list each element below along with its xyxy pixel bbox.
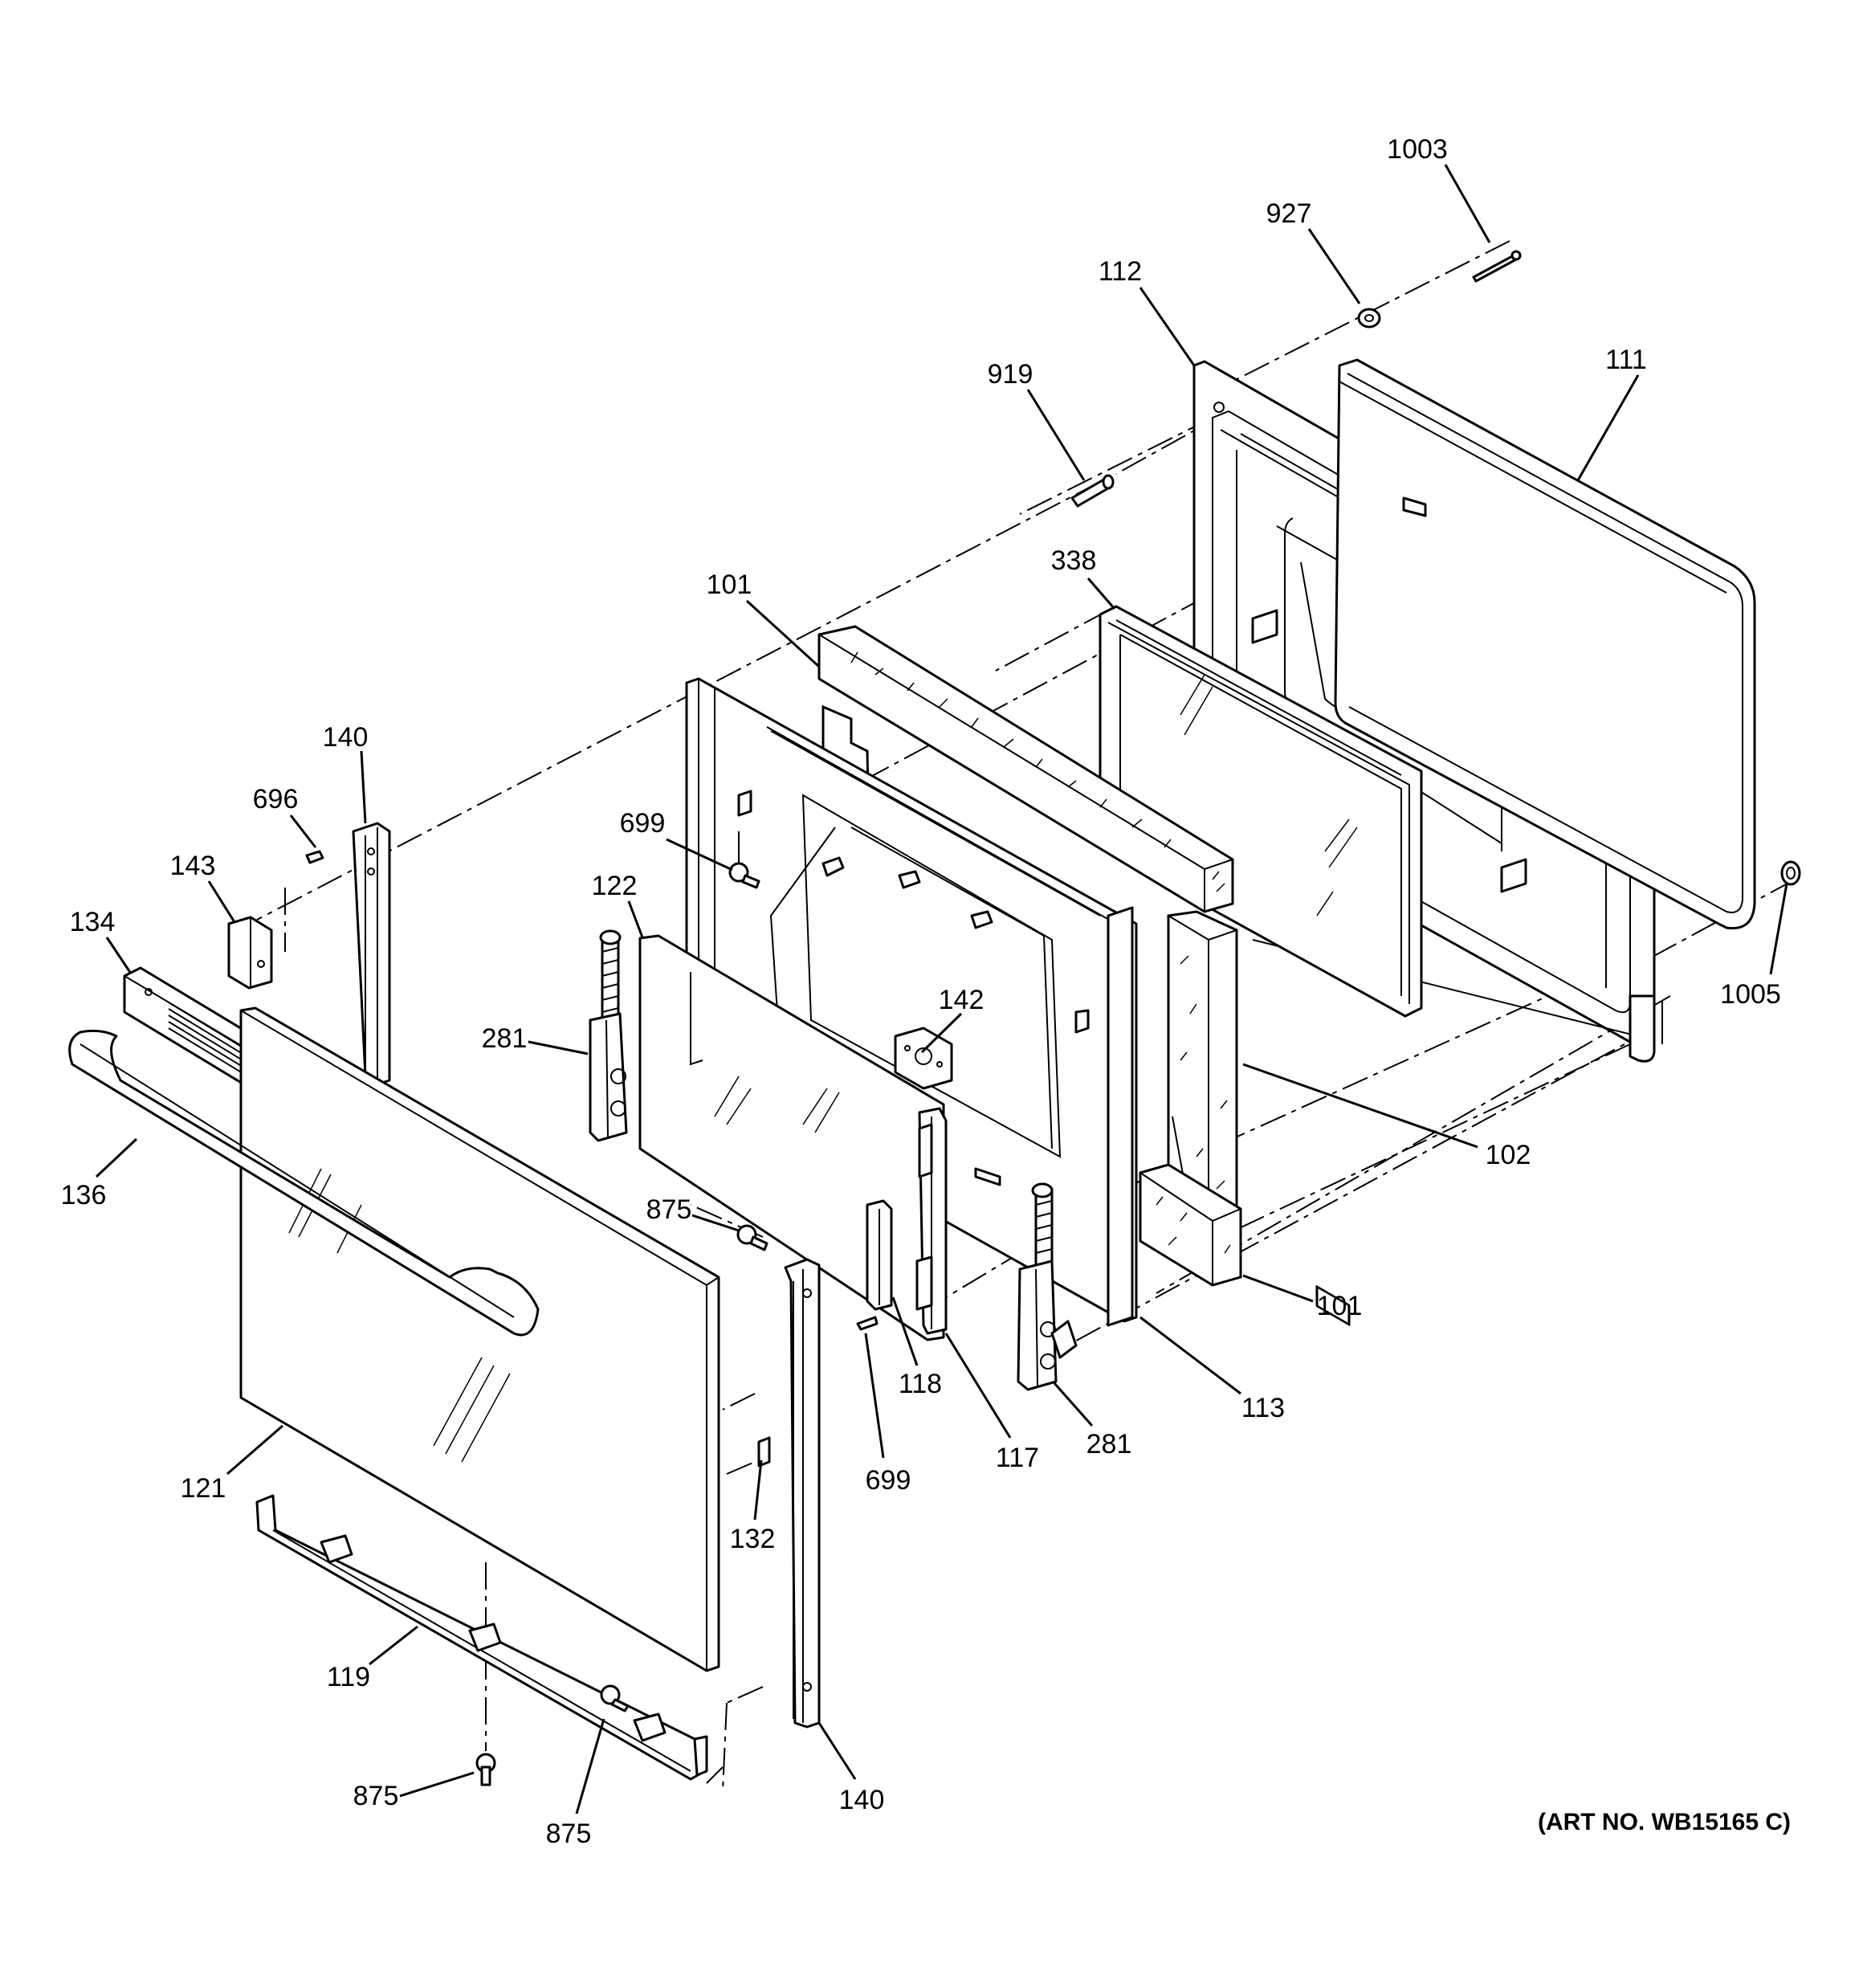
callout-132: 132 bbox=[730, 1524, 776, 1554]
callout-102: 102 bbox=[1486, 1140, 1531, 1170]
side-rail-bottom bbox=[784, 1258, 821, 1729]
leader-140-top bbox=[360, 750, 367, 824]
callout-927: 927 bbox=[1266, 198, 1312, 229]
leader-699-top bbox=[666, 838, 733, 872]
callout-699-bot: 699 bbox=[866, 1465, 911, 1496]
leader-1003 bbox=[1444, 164, 1491, 243]
leader-134 bbox=[105, 937, 132, 974]
leader-101-bot bbox=[1242, 1274, 1314, 1303]
part-callouts: 1003 927 112 111 919 338 101 140 696 699 143 122 134… bbox=[61, 134, 1788, 1849]
vent-bracket bbox=[227, 916, 273, 990]
leader-101-top bbox=[745, 599, 821, 668]
leader-875-bot-left bbox=[399, 1771, 475, 1798]
hinge-left bbox=[589, 929, 628, 1142]
callout-140-top: 140 bbox=[323, 722, 369, 753]
screw-699-bot bbox=[856, 1316, 879, 1331]
door-handle bbox=[68, 1029, 540, 1337]
spacer-919 bbox=[1070, 474, 1115, 508]
leader-140-bot bbox=[817, 1722, 857, 1780]
leader-111 bbox=[1576, 374, 1640, 481]
callout-281-left: 281 bbox=[482, 1023, 528, 1054]
callout-140-bot: 140 bbox=[839, 1785, 885, 1815]
leader-118 bbox=[891, 1296, 919, 1366]
callout-142: 142 bbox=[939, 985, 984, 1015]
screw-699-top bbox=[728, 862, 760, 889]
side-rail-top bbox=[352, 822, 391, 1086]
callout-113: 113 bbox=[1241, 1393, 1285, 1423]
callout-101-top: 101 bbox=[707, 569, 752, 600]
side-bracket-118 bbox=[866, 1199, 893, 1311]
callout-143: 143 bbox=[170, 851, 216, 881]
leader-696 bbox=[289, 814, 317, 848]
leader-875-bot-right bbox=[575, 1718, 605, 1815]
callout-134: 134 bbox=[70, 907, 116, 937]
callout-696: 696 bbox=[253, 784, 299, 814]
leader-136 bbox=[95, 1137, 138, 1178]
callout-122: 122 bbox=[592, 871, 638, 901]
clip-pin bbox=[305, 850, 324, 864]
hinge-right bbox=[1017, 1182, 1078, 1391]
bottom-trim bbox=[255, 1494, 708, 1781]
callout-699-top: 699 bbox=[620, 808, 666, 839]
leader-281-right bbox=[1053, 1382, 1094, 1427]
screw-875-bot-left bbox=[475, 1753, 496, 1786]
leader-143 bbox=[207, 880, 236, 923]
side-bracket-117 bbox=[915, 1107, 948, 1335]
leader-142 bbox=[920, 1012, 963, 1054]
callout-875-bot-left: 875 bbox=[353, 1781, 399, 1811]
callout-117: 117 bbox=[996, 1443, 1039, 1473]
leader-117 bbox=[944, 1333, 1012, 1439]
callout-118: 118 bbox=[899, 1369, 942, 1399]
screw-875-bot-right bbox=[600, 1684, 630, 1712]
washer-927 bbox=[1357, 308, 1381, 329]
callout-119: 119 bbox=[327, 1662, 370, 1692]
callout-101-bot: 101 bbox=[1317, 1291, 1363, 1321]
leader-338 bbox=[1086, 578, 1116, 610]
leader-132 bbox=[753, 1459, 763, 1521]
callout-875-mid: 875 bbox=[646, 1194, 692, 1225]
insulation-bottom bbox=[1139, 1163, 1242, 1287]
screw-1003 bbox=[1472, 250, 1522, 283]
clip-132 bbox=[757, 1436, 771, 1468]
callout-111: 111 bbox=[1605, 345, 1647, 375]
art-number: (ART NO. WB15165 C) bbox=[1538, 1809, 1791, 1835]
bumper-1005 bbox=[1780, 860, 1801, 886]
callout-919: 919 bbox=[988, 359, 1033, 390]
leader-119 bbox=[369, 1625, 418, 1666]
outer-door-glass bbox=[239, 1006, 720, 1672]
leader-927 bbox=[1307, 228, 1361, 304]
leader-281-left bbox=[528, 1040, 589, 1055]
callout-1003: 1003 bbox=[1387, 134, 1448, 165]
leader-699-bot bbox=[864, 1333, 885, 1459]
callout-338: 338 bbox=[1051, 545, 1097, 576]
leader-875-mid bbox=[691, 1214, 740, 1232]
leader-113 bbox=[1139, 1316, 1241, 1395]
callout-112: 112 bbox=[1099, 256, 1142, 287]
leader-112 bbox=[1139, 287, 1196, 366]
callout-121: 121 bbox=[181, 1473, 226, 1504]
leader-121 bbox=[226, 1424, 283, 1476]
leader-1005 bbox=[1769, 883, 1788, 975]
leader-122 bbox=[627, 900, 644, 938]
leader-102 bbox=[1242, 1063, 1478, 1149]
callout-1005: 1005 bbox=[1720, 979, 1781, 1010]
hinge-bracket bbox=[894, 1027, 953, 1090]
screw-875-mid bbox=[736, 1224, 768, 1251]
callout-875-bot-right: 875 bbox=[546, 1819, 592, 1849]
callout-136: 136 bbox=[61, 1180, 107, 1210]
leader-919 bbox=[1026, 389, 1086, 481]
callout-281-right: 281 bbox=[1086, 1429, 1132, 1459]
rear-gasket-panel bbox=[1334, 358, 1756, 930]
